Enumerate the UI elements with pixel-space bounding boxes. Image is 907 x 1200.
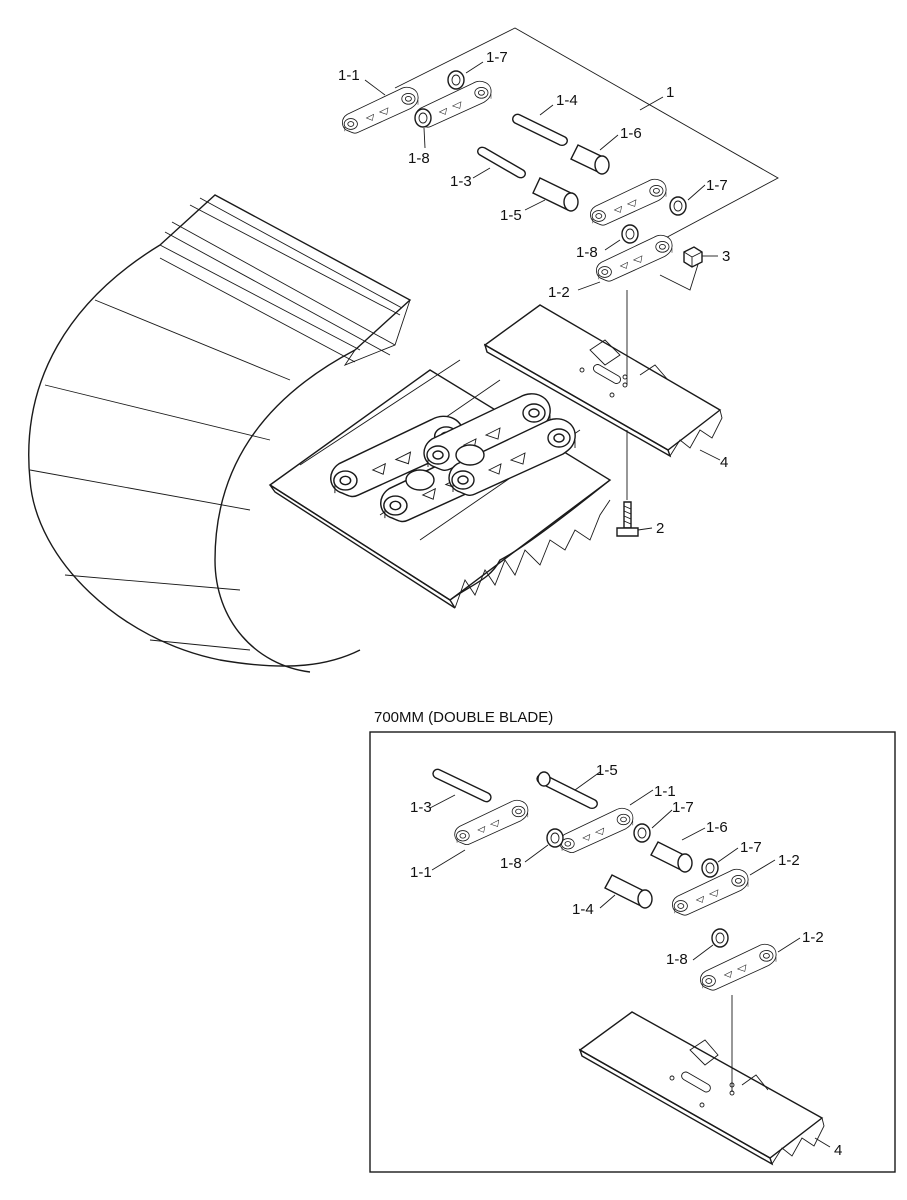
label-1-7-top: 1-7 — [486, 49, 508, 66]
link-1-1 — [341, 86, 419, 134]
leader-lines — [364, 61, 721, 531]
inset-label-1-8-right: 1-8 — [666, 951, 688, 968]
assembled-track-section — [268, 359, 612, 609]
washer-1-8-top — [414, 108, 432, 128]
inset-label-1-1-left: 1-1 — [410, 864, 432, 881]
inset-label-1-3: 1-3 — [410, 799, 432, 816]
inset-label-1-2-upper: 1-2 — [778, 852, 800, 869]
inset-caption: 700MM (DOUBLE BLADE) — [374, 709, 553, 726]
label-3: 3 — [722, 248, 730, 265]
pin-1-3 — [477, 146, 526, 179]
track-belt — [28, 194, 412, 673]
label-1-3: 1-3 — [450, 173, 472, 190]
label-1-4: 1-4 — [556, 92, 578, 109]
inset-label-1-8-left: 1-8 — [500, 855, 522, 872]
washer-1-7-right — [669, 196, 687, 216]
bushing-1-6 — [570, 144, 610, 175]
inset-label-1-4: 1-4 — [572, 901, 594, 918]
bushing-1-5 — [532, 177, 579, 212]
inset-label-1-1-right: 1-1 — [654, 783, 676, 800]
washer-1-7-top — [447, 70, 465, 90]
inset-label-4: 4 — [834, 1142, 842, 1159]
inset-label-1-7-right: 1-7 — [740, 839, 762, 856]
label-1-5: 1-5 — [500, 207, 522, 224]
link-1-2-upper — [589, 178, 667, 226]
inset-leader-lines — [429, 771, 831, 1148]
inset-parts — [432, 768, 825, 1166]
label-2: 2 — [656, 520, 664, 537]
shoe-plate-4 — [483, 304, 723, 458]
inset-label-1-7-top: 1-7 — [672, 799, 694, 816]
label-1-6: 1-6 — [620, 125, 642, 142]
inset-label-1-6: 1-6 — [706, 819, 728, 836]
pin-1-4 — [512, 113, 568, 147]
label-1-8-right: 1-8 — [576, 244, 598, 261]
bolt-2 — [616, 501, 639, 537]
inset-label-1-2-lower: 1-2 — [802, 929, 824, 946]
label-1-1: 1-1 — [338, 67, 360, 84]
inset-frame — [369, 731, 896, 1173]
nut-3 — [683, 246, 703, 268]
inset-label-1-5: 1-5 — [596, 762, 618, 779]
washer-1-8-right — [621, 224, 639, 244]
label-1-7-right: 1-7 — [706, 177, 728, 194]
label-1: 1 — [666, 84, 674, 101]
label-1-2: 1-2 — [548, 284, 570, 301]
label-4: 4 — [720, 454, 728, 471]
label-1-8-top: 1-8 — [408, 150, 430, 167]
